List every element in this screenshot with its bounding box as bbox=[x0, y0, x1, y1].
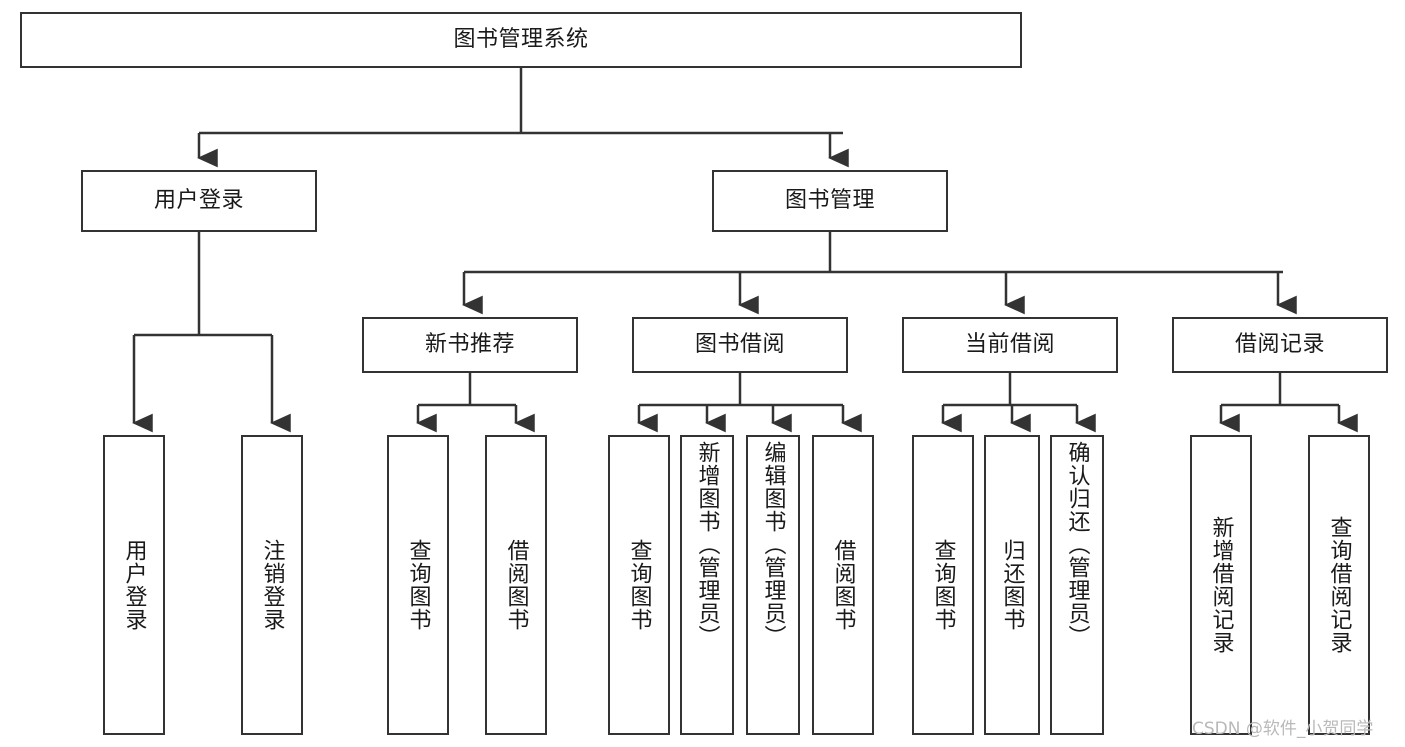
node-leaf-logout[interactable]: 注销登录 bbox=[241, 435, 303, 735]
node-leaf-edit-book-admin-label: 编辑图书（管理员） bbox=[760, 441, 786, 648]
node-user-login[interactable]: 用户登录 bbox=[81, 170, 317, 232]
node-leaf-edit-book-admin[interactable]: 编辑图书（管理员） bbox=[746, 435, 800, 735]
node-root-label: 图书管理系统 bbox=[453, 27, 589, 53]
node-user-login-label: 用户登录 bbox=[153, 188, 244, 214]
node-new-book-rec[interactable]: 新书推荐 bbox=[362, 317, 578, 373]
node-leaf-query-book-3-label: 查询图书 bbox=[930, 539, 956, 631]
node-leaf-user-login-label: 用户登录 bbox=[121, 539, 147, 631]
node-borrow-record-label: 借阅记录 bbox=[1234, 332, 1325, 358]
node-leaf-query-record-label: 查询借阅记录 bbox=[1326, 516, 1352, 654]
node-book-manage-label: 图书管理 bbox=[784, 188, 875, 214]
node-book-manage[interactable]: 图书管理 bbox=[712, 170, 948, 232]
node-leaf-borrow-book-2-label: 借阅图书 bbox=[830, 539, 856, 631]
node-leaf-confirm-return-admin[interactable]: 确认归还（管理员） bbox=[1050, 435, 1104, 735]
node-leaf-add-record-label: 新增借阅记录 bbox=[1208, 516, 1234, 654]
node-borrow-record[interactable]: 借阅记录 bbox=[1172, 317, 1388, 373]
node-leaf-logout-label: 注销登录 bbox=[259, 539, 285, 631]
node-book-borrow[interactable]: 图书借阅 bbox=[632, 317, 848, 373]
node-current-borrow-label: 当前借阅 bbox=[964, 332, 1055, 358]
node-leaf-query-book-1[interactable]: 查询图书 bbox=[387, 435, 449, 735]
node-leaf-return-book[interactable]: 归还图书 bbox=[984, 435, 1040, 735]
node-leaf-query-book-2[interactable]: 查询图书 bbox=[608, 435, 670, 735]
node-leaf-user-login[interactable]: 用户登录 bbox=[103, 435, 165, 735]
csdn-watermark: CSDN @软件_小贺同学 bbox=[1192, 719, 1374, 739]
node-leaf-query-book-1-label: 查询图书 bbox=[405, 539, 431, 631]
node-root[interactable]: 图书管理系统 bbox=[20, 12, 1022, 68]
node-leaf-borrow-book-2[interactable]: 借阅图书 bbox=[812, 435, 874, 735]
node-leaf-borrow-book-1[interactable]: 借阅图书 bbox=[485, 435, 547, 735]
node-leaf-add-record[interactable]: 新增借阅记录 bbox=[1190, 435, 1252, 735]
node-new-book-rec-label: 新书推荐 bbox=[424, 332, 515, 358]
node-leaf-borrow-book-1-label: 借阅图书 bbox=[503, 539, 529, 631]
node-book-borrow-label: 图书借阅 bbox=[694, 332, 785, 358]
node-leaf-query-book-2-label: 查询图书 bbox=[626, 539, 652, 631]
node-leaf-add-book-admin-label: 新增图书（管理员） bbox=[694, 441, 720, 648]
node-leaf-query-record[interactable]: 查询借阅记录 bbox=[1308, 435, 1370, 735]
node-leaf-confirm-return-admin-label: 确认归还（管理员） bbox=[1064, 441, 1090, 648]
node-leaf-add-book-admin[interactable]: 新增图书（管理员） bbox=[680, 435, 734, 735]
node-leaf-return-book-label: 归还图书 bbox=[999, 539, 1025, 631]
node-leaf-query-book-3[interactable]: 查询图书 bbox=[912, 435, 974, 735]
node-current-borrow[interactable]: 当前借阅 bbox=[902, 317, 1118, 373]
